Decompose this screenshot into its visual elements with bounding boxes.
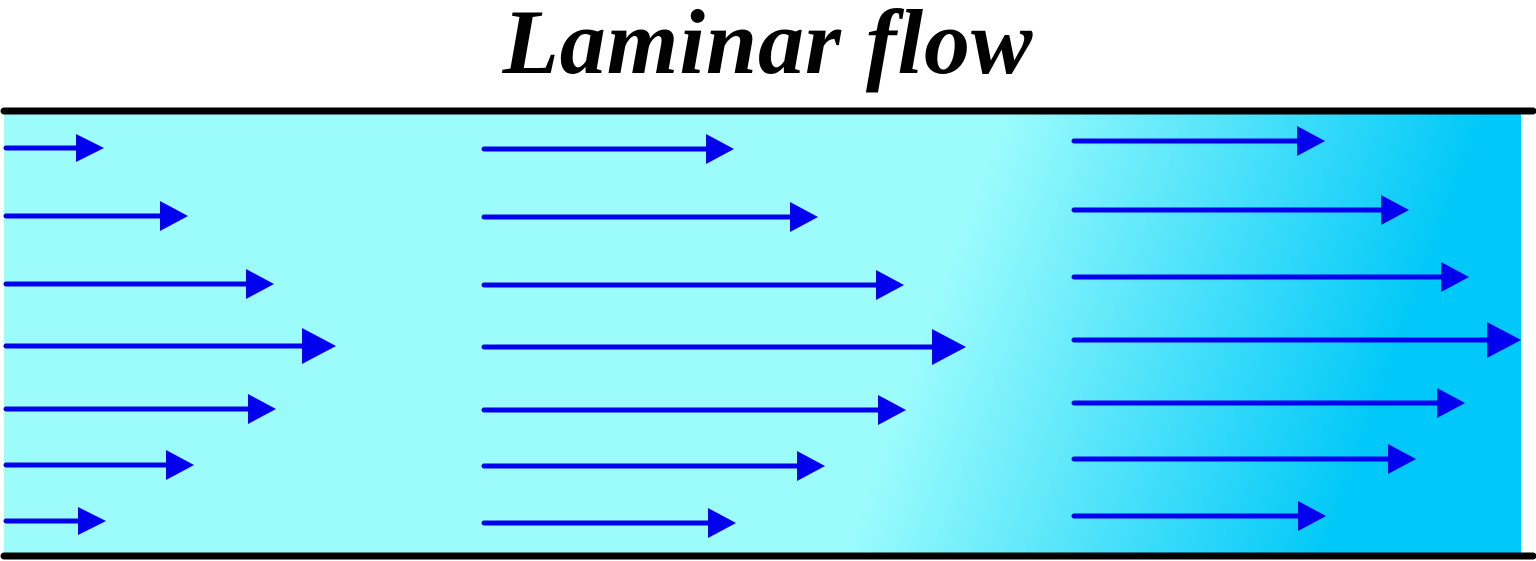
velocity-arrow [481,451,825,481]
velocity-arrows [3,126,1521,538]
arrow-head [76,134,104,162]
arrow-head [302,328,336,364]
velocity-arrow [1071,501,1326,531]
velocity-arrow [3,450,194,480]
velocity-arrow [481,202,818,232]
arrow-head [1388,444,1416,474]
velocity-arrow [1071,322,1521,358]
arrow-head [1441,262,1469,292]
diagram-title: Laminar flow [502,0,1034,93]
arrow-head [932,329,966,365]
arrow-head [790,202,818,232]
arrow-head [1297,126,1325,156]
arrow-head [708,508,736,538]
velocity-arrow [481,395,906,425]
fluid-region [4,111,1521,556]
velocity-arrow [481,134,734,164]
velocity-arrow [481,270,904,300]
velocity-arrow [3,394,276,424]
velocity-arrow [481,508,736,538]
velocity-arrow [1071,126,1325,156]
arrow-head [160,201,188,231]
arrow-head [706,134,734,164]
velocity-arrow [3,201,188,231]
arrow-head [1381,195,1409,225]
arrow-head [246,269,274,299]
arrow-head [166,450,194,480]
arrow-head [1437,388,1465,418]
velocity-arrow [3,507,106,535]
arrow-head [878,395,906,425]
velocity-arrow [481,329,966,365]
velocity-arrow [1071,195,1409,225]
velocity-arrow [1071,444,1416,474]
velocity-arrow [1071,262,1469,292]
velocity-arrow [1071,388,1465,418]
velocity-arrow [3,134,104,162]
arrow-head [78,507,106,535]
arrow-head [1298,501,1326,531]
arrow-head [797,451,825,481]
arrow-head [876,270,904,300]
velocity-arrow [3,328,336,364]
velocity-arrow [3,269,274,299]
arrow-head [1487,322,1521,358]
arrow-head [248,394,276,424]
